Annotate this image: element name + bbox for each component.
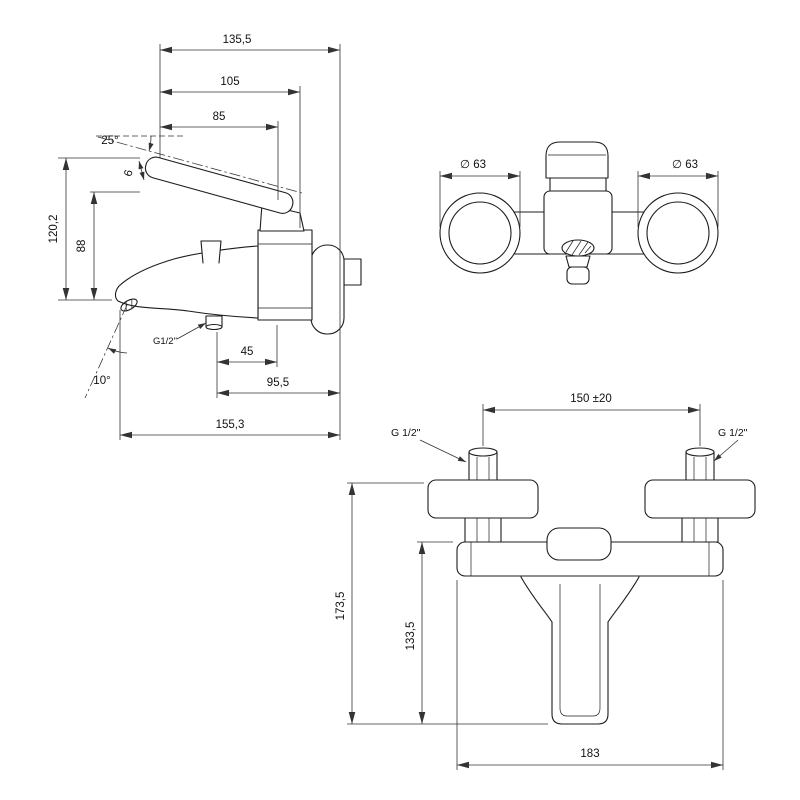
angle-10-callout: 10° (84, 304, 128, 399)
thread-left-label: G 1/2" (391, 427, 421, 439)
dim-dia63-right: ∅ 63 (637, 159, 719, 227)
dim-6: 6 (122, 160, 145, 181)
right-hex-adapter (681, 517, 719, 543)
spout-side (114, 245, 259, 319)
angle-25-label: 25° (101, 135, 118, 147)
wall-nipple-side (343, 258, 362, 286)
dim-183: 183 (456, 580, 724, 770)
outlet-neck-front (565, 255, 591, 268)
dim-173-5-label: 173,5 (335, 592, 347, 621)
dim-150-label: 150 ±20 (570, 393, 612, 405)
handle-collar-front (549, 177, 607, 192)
dim-155-3-label: 155,3 (216, 419, 245, 431)
dim-45-label: 45 (241, 346, 254, 358)
dim-45: 45 (217, 346, 277, 366)
lever-handle-side (144, 156, 294, 214)
angle-25-arc (148, 135, 154, 152)
right-escutcheon-plate (644, 479, 756, 519)
aerator-front (561, 239, 595, 257)
dim-120-2-label: 120,2 (48, 215, 60, 244)
escutcheon-side (310, 244, 345, 335)
dim-dia63-left: ∅ 63 (439, 159, 521, 227)
angle-10-label: 10° (93, 375, 110, 387)
installation-view: 150 ±20 G 1/2" G 1/2" 173,5 133,5 183 (335, 393, 756, 770)
dim-85: 85 (160, 111, 278, 131)
dim-88: 88 (76, 192, 98, 300)
dia63-left-label: ∅ 63 (460, 159, 486, 171)
lever-handle-top (546, 527, 612, 561)
left-wall-fitting (468, 447, 498, 481)
dim-135-5: 135,5 (160, 34, 340, 54)
right-escutcheon-inner (646, 201, 710, 265)
front-view: ∅ 63 ∅ 63 (439, 141, 719, 285)
dim-133-5-label: 133,5 (405, 622, 417, 651)
spout-front (520, 576, 640, 725)
thread-callout-left: G 1/2" (391, 427, 467, 463)
outlet-tip-front (566, 266, 590, 285)
diverter-knob-side (200, 240, 222, 264)
thread-side-label: G1/2" (153, 336, 177, 347)
thread-callout-side: G1/2" (153, 322, 207, 347)
left-escutcheon-plate (427, 479, 539, 519)
dim-135-5-label: 135,5 (223, 34, 252, 46)
spout-inner-outline (559, 584, 601, 717)
dim-155-3: 155,3 (120, 419, 340, 439)
dim-133-5: 133,5 (405, 541, 453, 724)
spout-outlet-side (120, 298, 138, 312)
mixer-body-side (257, 229, 313, 321)
dim-120-2: 120,2 (48, 158, 70, 300)
dim-85-label: 85 (213, 111, 226, 123)
dim-95-5-label: 95,5 (267, 377, 289, 389)
handle-cap-front (545, 141, 609, 179)
thread-callout-right: G 1/2" (713, 427, 748, 462)
dim-95-5: 95,5 (217, 377, 340, 397)
side-view: 135,5 105 85 25° 6 120,2 88 G1/2 (48, 34, 362, 440)
dim-105-label: 105 (220, 76, 239, 88)
dim-150: 150 ±20 (482, 393, 701, 446)
thread-right-label: G 1/2" (718, 427, 748, 439)
lever-axis-centerline (97, 136, 303, 194)
dia63-right-label: ∅ 63 (672, 159, 698, 171)
dim-173-5: 173,5 (335, 482, 548, 725)
dim-183-label: 183 (580, 748, 599, 760)
right-wall-fitting (685, 447, 715, 481)
dim-6-label: 6 (122, 169, 135, 178)
dim-105: 105 (160, 76, 300, 96)
left-escutcheon-inner (448, 201, 512, 265)
dim-88-label: 88 (76, 240, 88, 253)
left-hex-adapter (464, 517, 502, 543)
